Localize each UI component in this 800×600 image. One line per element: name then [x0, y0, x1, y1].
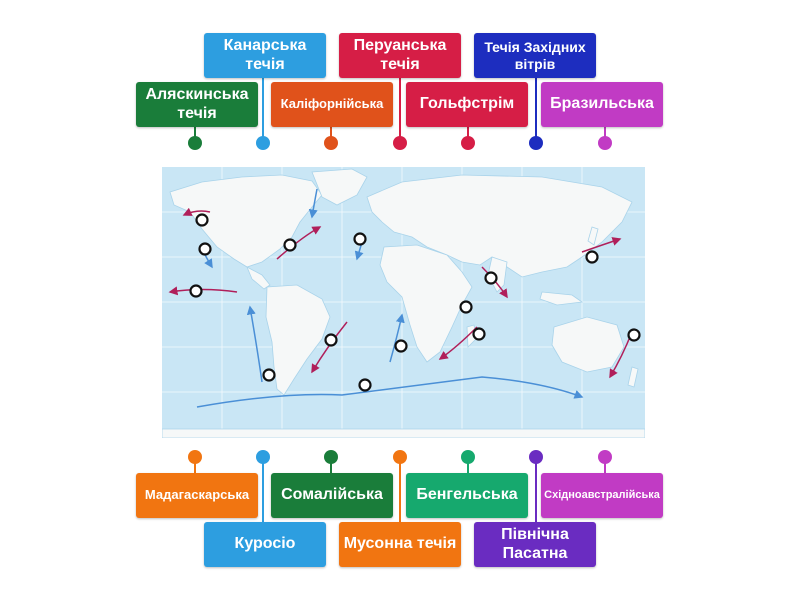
- label-tile-madagascar[interactable]: Мадагаскарська: [136, 473, 258, 518]
- drop-targets: [189, 213, 641, 392]
- target-alaska-coast[interactable]: [195, 213, 209, 227]
- pin-top-3: [324, 136, 338, 150]
- label-tile-kuroshio[interactable]: Куросіо: [204, 522, 326, 567]
- label-tile-northpacific[interactable]: Північна Пасатна: [474, 522, 596, 567]
- target-north-atlantic[interactable]: [283, 238, 297, 252]
- label-tile-gulf[interactable]: Гольфстрім: [406, 82, 528, 127]
- label-tile-monsoon[interactable]: Мусонна течія: [339, 522, 461, 567]
- pin-bottom-4: [393, 450, 407, 464]
- pin-top-4: [393, 136, 407, 150]
- target-madagascar-channel[interactable]: [472, 327, 486, 341]
- pin-stem-top-2: [262, 78, 264, 139]
- label-tile-benguela[interactable]: Бенгельська: [406, 473, 528, 518]
- new-zealand: [627, 366, 639, 388]
- world-map: [162, 167, 645, 438]
- label-tile-somali[interactable]: Сомалійська: [271, 473, 393, 518]
- target-canary-area[interactable]: [353, 232, 367, 246]
- pin-stem-bottom-6: [535, 460, 537, 522]
- pin-stem-top-5: [467, 127, 469, 139]
- label-tile-canary[interactable]: Канарська течія: [204, 33, 326, 78]
- pin-stem-top-6: [535, 78, 537, 139]
- pin-bottom-6: [529, 450, 543, 464]
- greenland: [311, 168, 368, 206]
- pin-stem-bottom-3: [330, 460, 332, 473]
- warm-currents: [168, 207, 633, 379]
- pin-stem-top-1: [194, 127, 196, 139]
- pin-stem-bottom-2: [262, 460, 264, 522]
- target-california-coast[interactable]: [198, 242, 212, 256]
- pin-stem-top-3: [330, 127, 332, 139]
- label-tile-peru[interactable]: Перуанська течія: [339, 33, 461, 78]
- pin-bottom-2: [256, 450, 270, 464]
- pin-top-5: [461, 136, 475, 150]
- label-tile-california[interactable]: Каліфорнійська: [271, 82, 393, 127]
- japan: [587, 226, 599, 246]
- pin-top-7: [598, 136, 612, 150]
- target-somali-coast[interactable]: [459, 300, 473, 314]
- pin-stem-bottom-7: [604, 460, 606, 473]
- pin-top-1: [188, 136, 202, 150]
- australia: [551, 316, 625, 373]
- target-benguela-coast[interactable]: [394, 339, 408, 353]
- landmasses: [162, 168, 645, 438]
- pin-top-2: [256, 136, 270, 150]
- target-southern-ocean[interactable]: [358, 378, 372, 392]
- antarctica: [162, 428, 645, 438]
- target-arabian-sea[interactable]: [484, 271, 498, 285]
- target-brazil-coast[interactable]: [324, 333, 338, 347]
- south-america: [265, 284, 331, 396]
- pin-stem-bottom-5: [467, 460, 469, 473]
- eurasia: [366, 174, 633, 278]
- label-tile-westwind[interactable]: Течія Західних вітрів: [474, 33, 596, 78]
- pin-stem-bottom-1: [194, 460, 196, 473]
- target-japan-coast[interactable]: [585, 250, 599, 264]
- pin-stem-bottom-4: [399, 460, 401, 522]
- target-equatorial-pacific[interactable]: [189, 284, 203, 298]
- pin-bottom-1: [188, 450, 202, 464]
- pin-bottom-3: [324, 450, 338, 464]
- pin-stem-top-7: [604, 127, 606, 139]
- pin-bottom-7: [598, 450, 612, 464]
- pin-bottom-5: [461, 450, 475, 464]
- pin-top-6: [529, 136, 543, 150]
- pin-stem-top-4: [399, 78, 401, 139]
- cold-currents: [196, 188, 584, 408]
- indonesia: [539, 291, 584, 306]
- label-tile-eastaustralian[interactable]: Східноавстралійська: [541, 473, 663, 518]
- label-tile-brazil[interactable]: Бразильська: [541, 82, 663, 127]
- target-east-australia[interactable]: [627, 328, 641, 342]
- target-peru-coast[interactable]: [262, 368, 276, 382]
- label-tile-alaska[interactable]: Аляскинська течія: [136, 82, 258, 127]
